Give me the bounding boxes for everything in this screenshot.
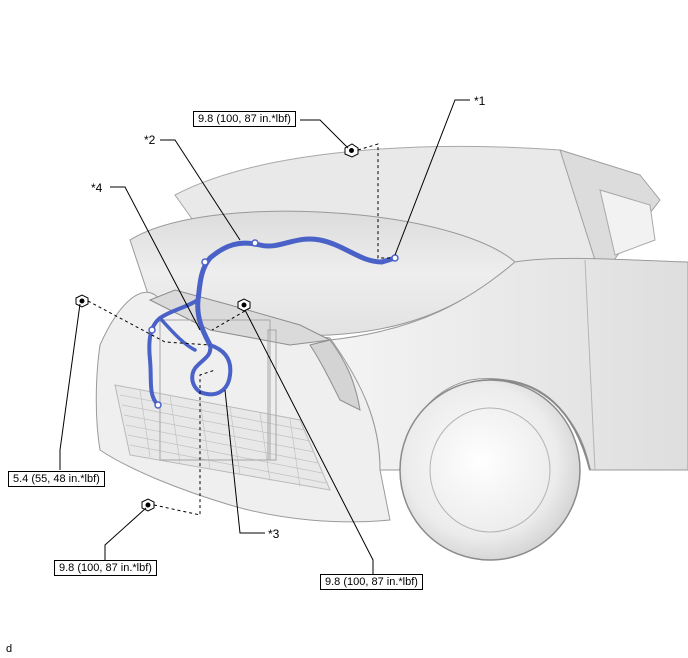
side-window <box>599 189 656 256</box>
torque-spec-center-bolt: 9.8 (100, 87 in.*lbf) <box>320 574 423 590</box>
install-dash-lines <box>87 143 392 516</box>
torque-spec-hood-bolt: 9.8 (100, 87 in.*lbf) <box>193 111 296 127</box>
torque-spec-left-bolt: 5.4 (55, 48 in.*lbf) <box>8 471 105 487</box>
side-lamp <box>309 339 361 411</box>
door-line <box>584 259 596 471</box>
leader-lines <box>59 99 470 574</box>
figure-code: d <box>6 643 13 655</box>
bolt-icon <box>141 498 155 512</box>
bolt-icon <box>75 294 89 308</box>
torque-spec-lower-bolt: 9.8 (100, 87 in.*lbf) <box>54 560 157 576</box>
callout-3: *3 <box>268 527 280 541</box>
callout-4: *4 <box>91 181 103 195</box>
tire <box>399 379 581 561</box>
callout-1: *1 <box>474 94 486 108</box>
lower-grille <box>114 384 331 491</box>
bolt-icon <box>344 143 359 158</box>
hose-clamps <box>148 239 399 409</box>
radiator-ghost <box>159 319 271 461</box>
callout-2: *2 <box>144 133 156 147</box>
